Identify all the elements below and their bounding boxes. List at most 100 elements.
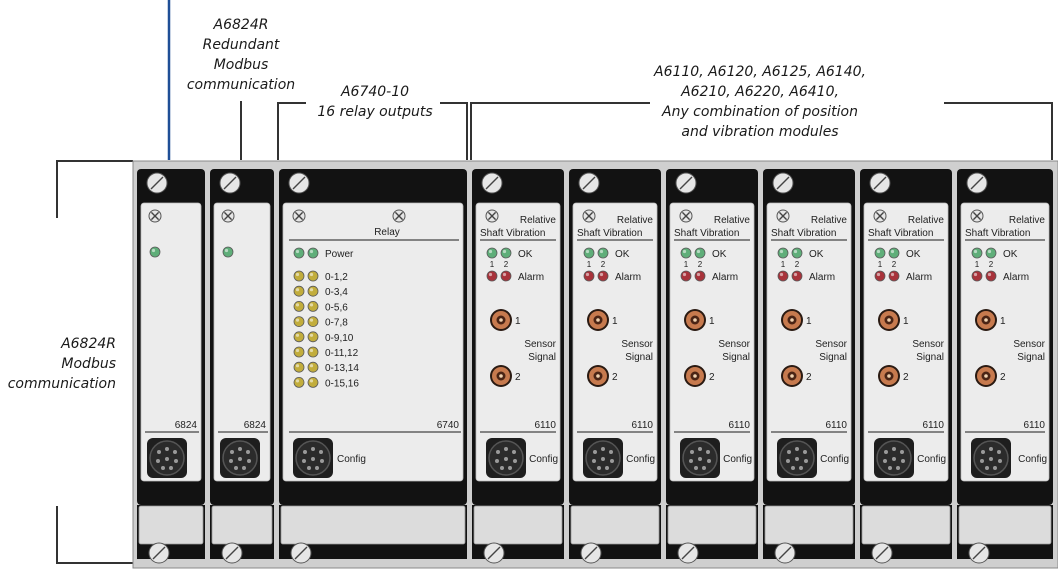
led-highlight <box>151 248 156 253</box>
led-indicator <box>583 247 595 259</box>
led-highlight <box>876 249 881 254</box>
connector-pin <box>786 459 790 463</box>
connector-pin <box>315 466 319 470</box>
screw-slot <box>223 176 237 190</box>
module-title: Shaft Vibration <box>868 228 933 239</box>
connector-pin <box>690 450 694 454</box>
channel-label: 2 <box>515 372 521 383</box>
blank-panel <box>280 505 466 545</box>
connector-pin <box>609 450 613 454</box>
screw-slot <box>972 546 986 560</box>
blank-panel <box>473 505 563 545</box>
led-indicator <box>293 285 305 297</box>
module-bottom-frame <box>279 545 467 559</box>
module-face <box>282 202 464 482</box>
channel-label: 1 <box>709 316 715 327</box>
screw-slot <box>972 211 982 221</box>
led-highlight <box>309 364 314 368</box>
led-highlight <box>295 288 300 292</box>
connector-pin <box>165 457 169 461</box>
alarm-label: Alarm <box>906 272 932 283</box>
screw-slot <box>584 211 594 221</box>
module-number: 6110 <box>534 420 556 431</box>
led-highlight <box>309 272 314 277</box>
modbus-module: 6824 <box>210 169 274 564</box>
connector-pin <box>495 459 499 463</box>
channel-label: 1 <box>781 260 786 269</box>
module-face <box>669 202 755 482</box>
module-bottom-frame <box>137 545 205 559</box>
sensor-label: Signal <box>528 352 556 363</box>
connector-pin <box>698 457 702 461</box>
led-indicator <box>777 247 789 259</box>
led-highlight <box>309 288 314 292</box>
screw-slot <box>225 546 239 560</box>
connector-pin <box>173 450 177 454</box>
module-number: 6110 <box>1023 420 1045 431</box>
connector-pin <box>896 466 900 470</box>
alarm-label: Alarm <box>518 272 544 283</box>
screw-slot <box>394 211 404 221</box>
sensor-label: Sensor <box>718 339 750 350</box>
channel-label: 2 <box>806 372 812 383</box>
led-indicator <box>293 316 305 328</box>
ok-label: OK <box>906 249 921 260</box>
connector-pin <box>795 447 799 451</box>
annotation-line: Redundant <box>202 37 280 53</box>
channel-label: 2 <box>903 372 909 383</box>
blank-panel <box>667 505 757 545</box>
ok-label: OK <box>809 249 824 260</box>
module-face <box>766 202 852 482</box>
screw-slot <box>485 176 499 190</box>
led-highlight <box>295 249 300 254</box>
led-highlight <box>309 333 314 337</box>
connector-pin <box>787 450 791 454</box>
led-indicator <box>293 300 305 312</box>
bnc-pin <box>887 374 891 378</box>
connector-pin <box>803 450 807 454</box>
led-highlight <box>779 249 784 254</box>
led-indicator <box>293 247 305 259</box>
connector-pin <box>230 450 234 454</box>
connector-pin <box>161 466 165 470</box>
screw-slot <box>778 546 792 560</box>
led-indicator <box>694 247 706 259</box>
sensor-label: Signal <box>916 352 944 363</box>
screw-slot <box>679 176 693 190</box>
channel-label: 2 <box>892 260 897 269</box>
annotation-line: A6210, A6220, A6410, <box>681 84 839 100</box>
power-label: Power <box>325 249 354 260</box>
modbus-module: 6824 <box>137 169 205 564</box>
left-bracket-bottom <box>56 506 133 564</box>
connector-pin <box>508 466 512 470</box>
led-highlight <box>309 303 314 307</box>
connector-pin <box>993 466 997 470</box>
screw-slot <box>292 176 306 190</box>
bnc-pin <box>790 318 794 322</box>
connector-pin <box>247 459 251 463</box>
channel-label: 1 <box>975 260 980 269</box>
screw-slot <box>873 176 887 190</box>
module-number: 6824 <box>175 420 198 431</box>
relay-output-label: 0-1,2 <box>325 272 348 283</box>
bnc-pin <box>499 318 503 322</box>
connector-pin <box>238 447 242 451</box>
blank-panel <box>138 505 204 545</box>
module-title: Shaft Vibration <box>771 228 836 239</box>
led-highlight <box>599 249 604 254</box>
sensor-label: Sensor <box>1013 339 1045 350</box>
led-highlight <box>682 272 687 277</box>
led-indicator <box>307 270 319 282</box>
screw-slot <box>681 211 691 221</box>
led-indicator <box>791 247 803 259</box>
connector-pin <box>892 447 896 451</box>
ok-label: OK <box>518 249 533 260</box>
module-title: Relative <box>1009 215 1046 226</box>
alarm-label: Alarm <box>809 272 835 283</box>
annotation-modbus-left: A6824R Modbus communication <box>0 334 116 394</box>
connector-pin <box>302 459 306 463</box>
connector-pin <box>496 450 500 454</box>
